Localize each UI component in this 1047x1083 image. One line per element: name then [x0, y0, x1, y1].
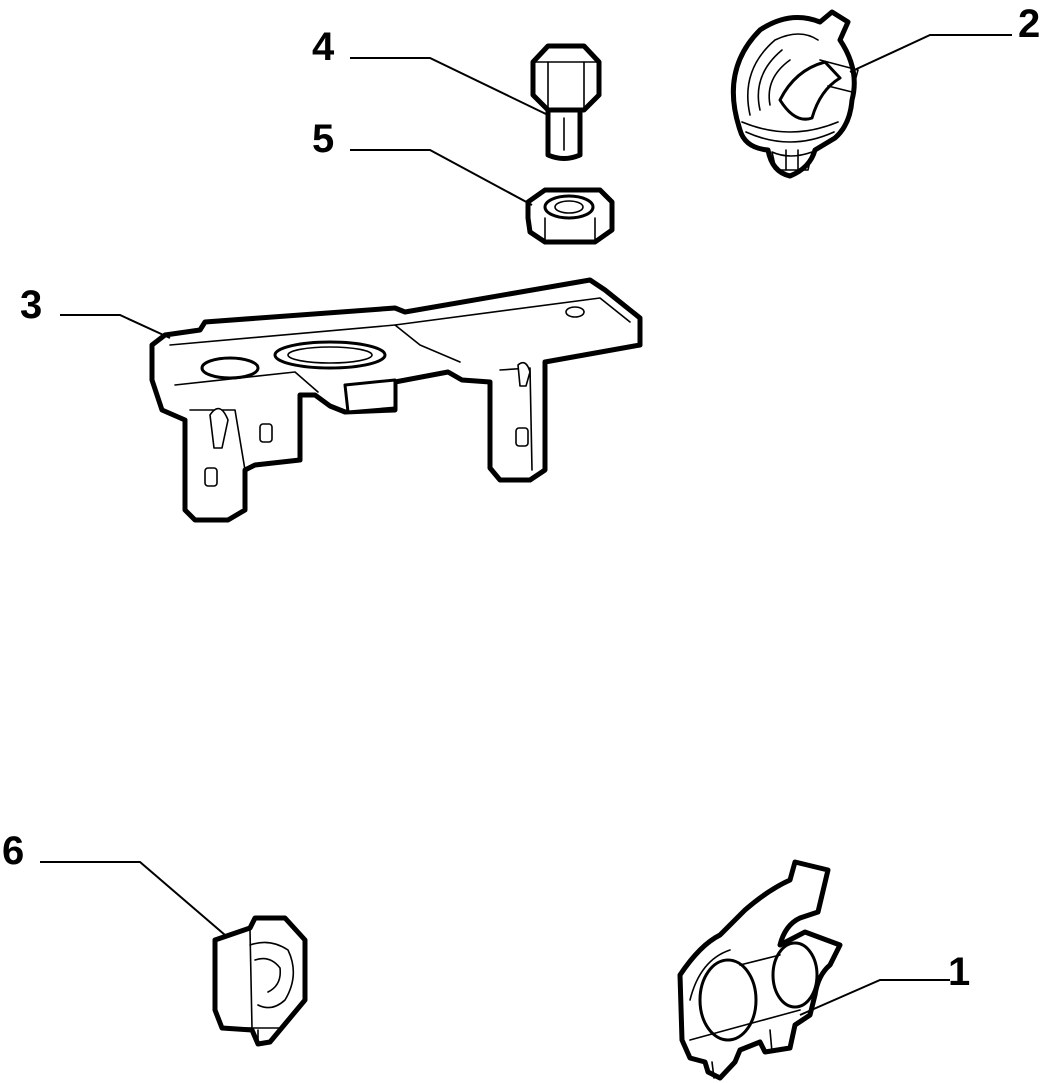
callout-4: 4 — [312, 25, 335, 69]
callout-5: 5 — [312, 117, 334, 161]
leader-line-1 — [799, 979, 950, 1016]
callout-3: 3 — [20, 283, 42, 327]
leader-line-6 — [40, 861, 226, 936]
part-5-hex-nut — [525, 187, 615, 245]
callout-1: 1 — [948, 950, 970, 994]
leader-line-4 — [350, 57, 549, 116]
part-3-bracket — [149, 277, 643, 523]
part-2-hose-clip — [730, 9, 859, 179]
callout-2: 2 — [1018, 2, 1040, 46]
leader-lines — [40, 34, 1012, 1016]
callout-6: 6 — [2, 829, 24, 873]
leader-line-2 — [849, 34, 1012, 73]
leader-line-5 — [350, 149, 533, 206]
part-6-small-clip — [212, 915, 308, 1047]
leader-line-3 — [60, 314, 171, 339]
part-4-hex-bolt — [530, 43, 602, 161]
part-1-double-pipe-clip — [677, 859, 843, 1081]
